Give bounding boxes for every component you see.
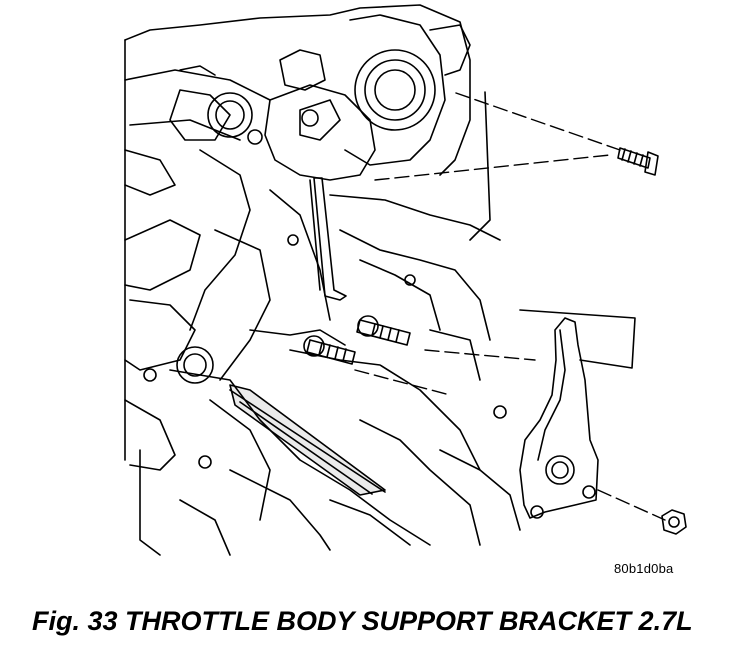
mount-plate bbox=[329, 91, 636, 369]
upper-bolt bbox=[617, 147, 659, 176]
nut bbox=[661, 509, 687, 535]
assembly-lines bbox=[354, 92, 666, 521]
stud-bolts bbox=[303, 315, 411, 365]
support-bracket bbox=[519, 317, 599, 519]
engine-block bbox=[124, 4, 521, 556]
throttle-body bbox=[179, 14, 471, 181]
figure-code: 80b1d0ba bbox=[614, 561, 674, 576]
figure-caption: Fig. 33 THROTTLE BODY SUPPORT BRACKET 2.… bbox=[32, 606, 693, 636]
support-rod bbox=[309, 177, 347, 301]
